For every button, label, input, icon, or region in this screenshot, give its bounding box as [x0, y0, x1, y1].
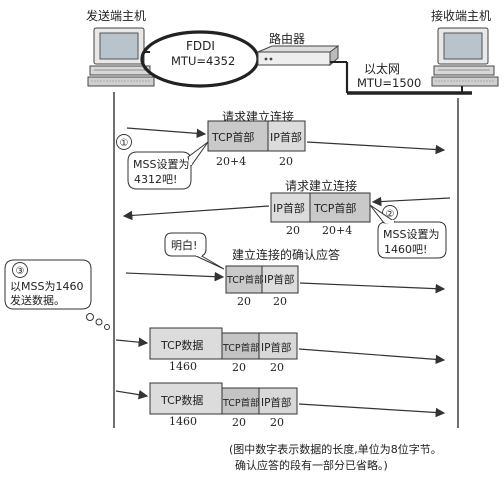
step2-packet: IP首部 TCP首部 — [270, 192, 371, 223]
step1-tcp-header: TCP首部 — [211, 130, 254, 144]
ack-tcp-header: TCP首部 — [226, 274, 264, 286]
data-packet-2-tcp-size: 20 — [232, 416, 246, 429]
sender-computer-icon — [87, 27, 155, 87]
data-packet-2-tcp-header: TCP首部 — [222, 397, 260, 409]
data-packet-2-ip-header: IP首部 — [261, 396, 291, 409]
step1-packet: TCP首部 IP首部 — [207, 120, 306, 152]
receiver-host-label: 接收端主机 — [431, 8, 491, 23]
data-packet-1-data-size: 1460 — [169, 360, 197, 373]
step3-line1: 以MSS为1460 — [10, 280, 83, 293]
step2-number: ② — [386, 209, 395, 220]
ethernet-mtu: MTU=1500 — [357, 76, 421, 90]
step3-number: ③ — [16, 266, 25, 277]
data-packet-2: TCP数据 TCP首部 IP首部 — [149, 382, 298, 415]
step2-ip-header: IP首部 — [273, 201, 305, 215]
step3-bubble: ③ 以MSS为1460 发送数据。 — [4, 259, 110, 330]
step2-title: 请求建立连接 — [285, 178, 357, 193]
ack-ip-size: 20 — [273, 295, 287, 308]
step1-bubble-line2: 4312吧! — [134, 173, 177, 186]
step1-ip-size: 20 — [279, 155, 293, 168]
data-packet-1-ip-header: IP首部 — [261, 341, 291, 354]
step2-bubble: MSS设置为 1460吧! — [369, 204, 447, 259]
ack-packet: TCP首部 IP首部 — [225, 265, 299, 294]
step1-ip-header: IP首部 — [270, 130, 302, 144]
data-packet-1-tcp-header: TCP首部 — [222, 342, 260, 354]
ethernet-label: 以太网 — [364, 61, 400, 76]
ack-tcp-size: 20 — [237, 295, 251, 308]
step3-line2: 发送数据。 — [10, 293, 65, 307]
sender-host-label: 发送端主机 — [86, 8, 146, 23]
footnote-line2: 确认应答的段有一部分已省略。) — [235, 458, 388, 472]
data-packet-1-data: TCP数据 — [160, 338, 203, 352]
data-packet-2-ip-size: 20 — [270, 416, 284, 429]
step1-number: ① — [120, 138, 129, 149]
data-packet-1-ip-size: 20 — [270, 361, 284, 374]
step2-tcp-size: 20+4 — [322, 224, 352, 237]
step2-bubble-line1: MSS设置为 — [383, 228, 439, 241]
step1-bubble: MSS设置为 4312吧! — [127, 141, 209, 190]
receiver-computer-icon — [431, 27, 499, 87]
step1-title: 请求建立连接 — [222, 109, 294, 124]
fddi-mtu: MTU=4352 — [171, 54, 235, 68]
router-label: 路由器 — [269, 31, 305, 46]
step2-bubble-line2: 1460吧! — [384, 243, 427, 256]
step1-tcp-size: 20+4 — [216, 155, 246, 168]
router-icon — [257, 45, 340, 67]
ack-bubble-text: 明白! — [171, 238, 197, 252]
data-packet-1: TCP数据 TCP首部 IP首部 — [149, 327, 298, 360]
fddi-label: FDDI — [186, 39, 215, 53]
footnote-line1: (图中数字表示数据的长度,单位为8位字节。 — [229, 442, 442, 456]
step2-ip-size: 20 — [286, 224, 300, 237]
ack-ip-header: IP首部 — [264, 273, 294, 286]
step1-bubble-line1: MSS设置为 — [133, 158, 189, 171]
data-packet-2-data-size: 1460 — [169, 415, 197, 428]
ack-bubble: 明白! — [164, 232, 225, 270]
data-packet-2-data: TCP数据 — [160, 393, 203, 407]
ack-title: 建立连接的确认应答 — [232, 247, 340, 262]
data-packet-1-tcp-size: 20 — [232, 361, 246, 374]
step2-tcp-header: TCP首部 — [313, 201, 356, 215]
